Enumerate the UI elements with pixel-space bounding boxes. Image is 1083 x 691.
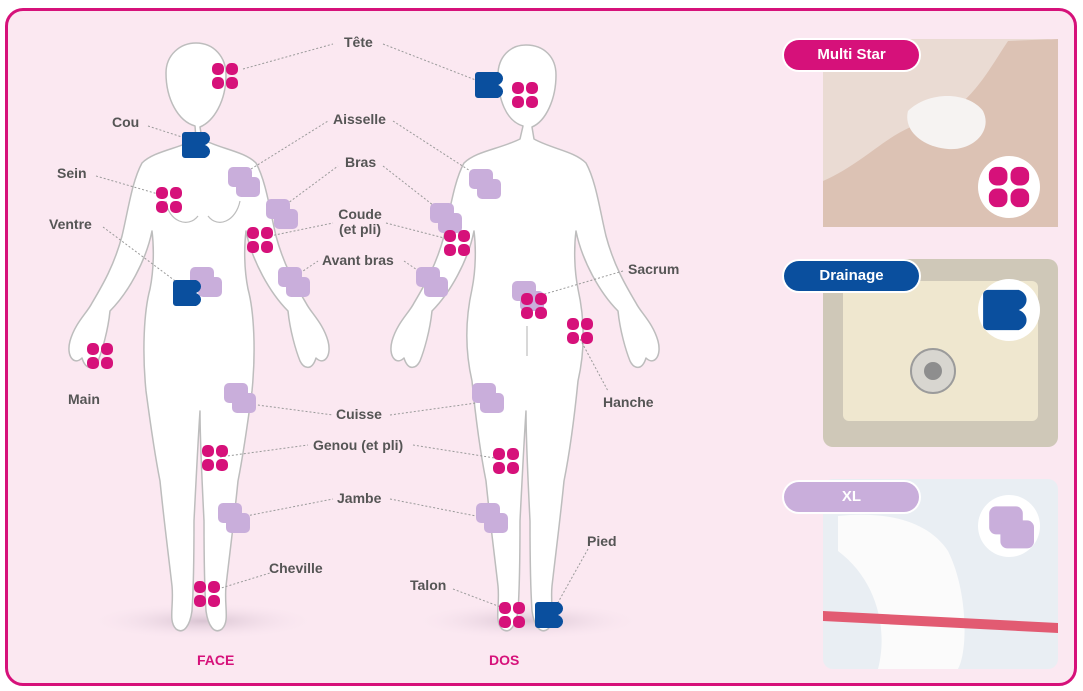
xl-dressing-icon	[989, 506, 1034, 549]
label-main: Main	[68, 391, 100, 407]
label-ventre: Ventre	[49, 216, 92, 232]
product-badge-drainage	[978, 279, 1040, 341]
leader-lines	[95, 43, 624, 610]
product-badge-multi-star	[978, 156, 1040, 218]
product-tag-multi-star: Multi Star	[784, 40, 919, 70]
label-jambe: Jambe	[337, 490, 382, 506]
drainage-dressing-icon	[983, 289, 1027, 331]
label-coude-line1: Coude	[338, 206, 382, 222]
front-body-outline	[68, 42, 330, 632]
product-tag-drainage: Drainage	[784, 261, 919, 291]
label-aisselle: Aisselle	[333, 111, 386, 127]
label-hanche: Hanche	[603, 394, 654, 410]
star-dressing-icon	[988, 166, 1030, 208]
product-tag-xl: XL	[784, 482, 919, 512]
product-badge-xl	[978, 495, 1040, 557]
label-coude-line2: (et pli)	[339, 221, 381, 237]
label-tete: Tête	[344, 34, 373, 50]
front-shadow	[93, 603, 313, 639]
back-body-outline	[390, 44, 660, 632]
diagram-frame: Tête Cou Aisselle Bras Sein Coude (et pl…	[5, 8, 1077, 686]
view-label-back: DOS	[489, 652, 520, 668]
label-coude: Coude (et pli)	[335, 207, 385, 237]
label-cheville: Cheville	[269, 560, 323, 576]
body-diagram	[68, 39, 1058, 669]
product-photos	[823, 39, 1058, 669]
label-pied: Pied	[587, 533, 617, 549]
label-bras: Bras	[345, 154, 377, 170]
label-sacrum: Sacrum	[628, 261, 680, 277]
label-sein: Sein	[57, 165, 87, 181]
back-shadow	[418, 603, 638, 639]
label-genou: Genou (et pli)	[313, 437, 404, 453]
label-talon: Talon	[410, 577, 447, 593]
view-label-front: FACE	[197, 652, 235, 668]
label-cuisse: Cuisse	[336, 406, 382, 422]
label-avant-bras: Avant bras	[322, 252, 394, 268]
label-cou: Cou	[112, 114, 140, 130]
